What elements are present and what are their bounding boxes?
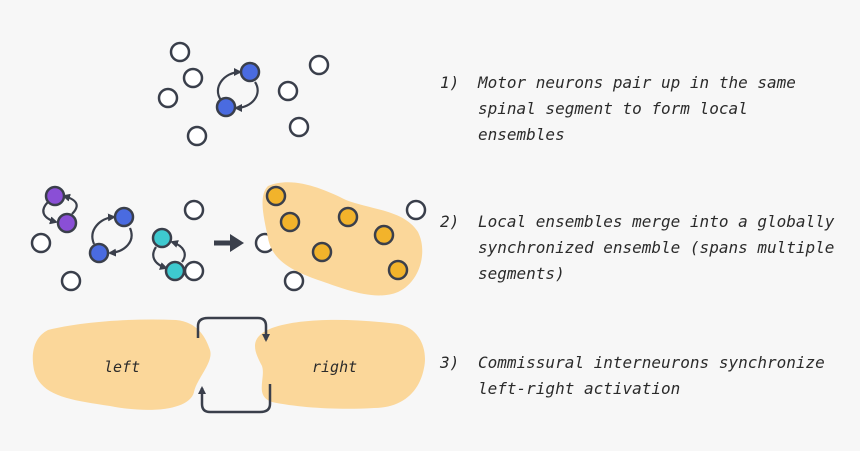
step-text-line: segments) [478, 264, 565, 283]
active-neuron-orange [337, 206, 359, 228]
cyan-pair [151, 227, 186, 282]
pair-arrow [216, 68, 242, 101]
idle-neuron [186, 125, 208, 147]
active-neuron-blue [88, 242, 110, 264]
idle-neuron [283, 270, 305, 292]
pair-arrow [91, 213, 116, 245]
active-neuron-blue [215, 96, 237, 118]
panel-2-global-ensemble [254, 182, 427, 296]
active-neuron-cyan [164, 260, 186, 282]
commissural-arrow-top [196, 316, 270, 342]
left-blob [32, 319, 211, 410]
idle-neuron [182, 67, 204, 89]
step-text-line: Local ensembles merge into a globally [478, 212, 835, 231]
idle-neuron [30, 232, 52, 254]
active-neuron-orange [387, 259, 409, 281]
idle-neuron [183, 199, 205, 221]
active-neuron-orange [373, 224, 395, 246]
idle-neuron [60, 270, 82, 292]
idle-neuron [308, 54, 330, 76]
step-number: 1) [440, 73, 460, 92]
active-neuron-orange [311, 241, 333, 263]
pair-arrow [170, 240, 186, 263]
idle-neuron [277, 80, 299, 102]
active-neuron-orange [279, 211, 301, 233]
active-neuron-blue [239, 61, 261, 83]
panel-2-local-ensembles [30, 185, 205, 292]
commissural-arrow-bottom [198, 384, 272, 414]
active-neuron-orange [265, 185, 287, 207]
pair-arrow [62, 193, 78, 215]
step-text-line: spinal segment to form local [478, 99, 748, 118]
step-number: 2) [440, 212, 460, 231]
neuron-pair [215, 61, 261, 118]
right-blob-label: right [312, 358, 357, 376]
step-2-caption: 2)Local ensembles merge into a globally … [440, 209, 834, 287]
blue-pair [88, 206, 135, 264]
step-3-caption: 3) Commissural interneurons synchronize l… [440, 350, 825, 402]
merge-arrow-icon [214, 234, 244, 252]
active-neuron-cyan [151, 227, 173, 249]
pair-arrow [234, 81, 259, 112]
left-blob-label: left [104, 358, 140, 376]
step-1-caption: 1) Motor neurons pair up in the same spin… [440, 70, 796, 148]
idle-neuron [288, 116, 310, 138]
purple-pair [42, 185, 78, 234]
active-neuron-purple [56, 212, 78, 234]
step-text-line: ensembles [478, 125, 565, 144]
idle-neuron [405, 199, 427, 221]
step-text-line: left-right activation [478, 379, 681, 398]
pair-arrow [152, 246, 168, 270]
idle-neuron [157, 87, 179, 109]
pair-arrow [108, 227, 133, 257]
step-text-line: Commissural interneurons synchronize [478, 353, 825, 372]
active-neuron-blue [113, 206, 135, 228]
active-neuron-purple [44, 185, 66, 207]
panel-1-neurons [157, 41, 330, 147]
global-ensemble-blob [262, 182, 423, 296]
step-number: 3) [440, 353, 460, 372]
step-text-line: Motor neurons pair up in the same [478, 73, 796, 92]
idle-neuron [183, 260, 205, 282]
panel-3-left-right: left right [32, 316, 425, 414]
right-blob [255, 319, 425, 409]
idle-neuron [169, 41, 191, 63]
pair-arrow [42, 201, 58, 225]
step-text-line: synchronized ensemble (spans multiple [478, 238, 835, 257]
